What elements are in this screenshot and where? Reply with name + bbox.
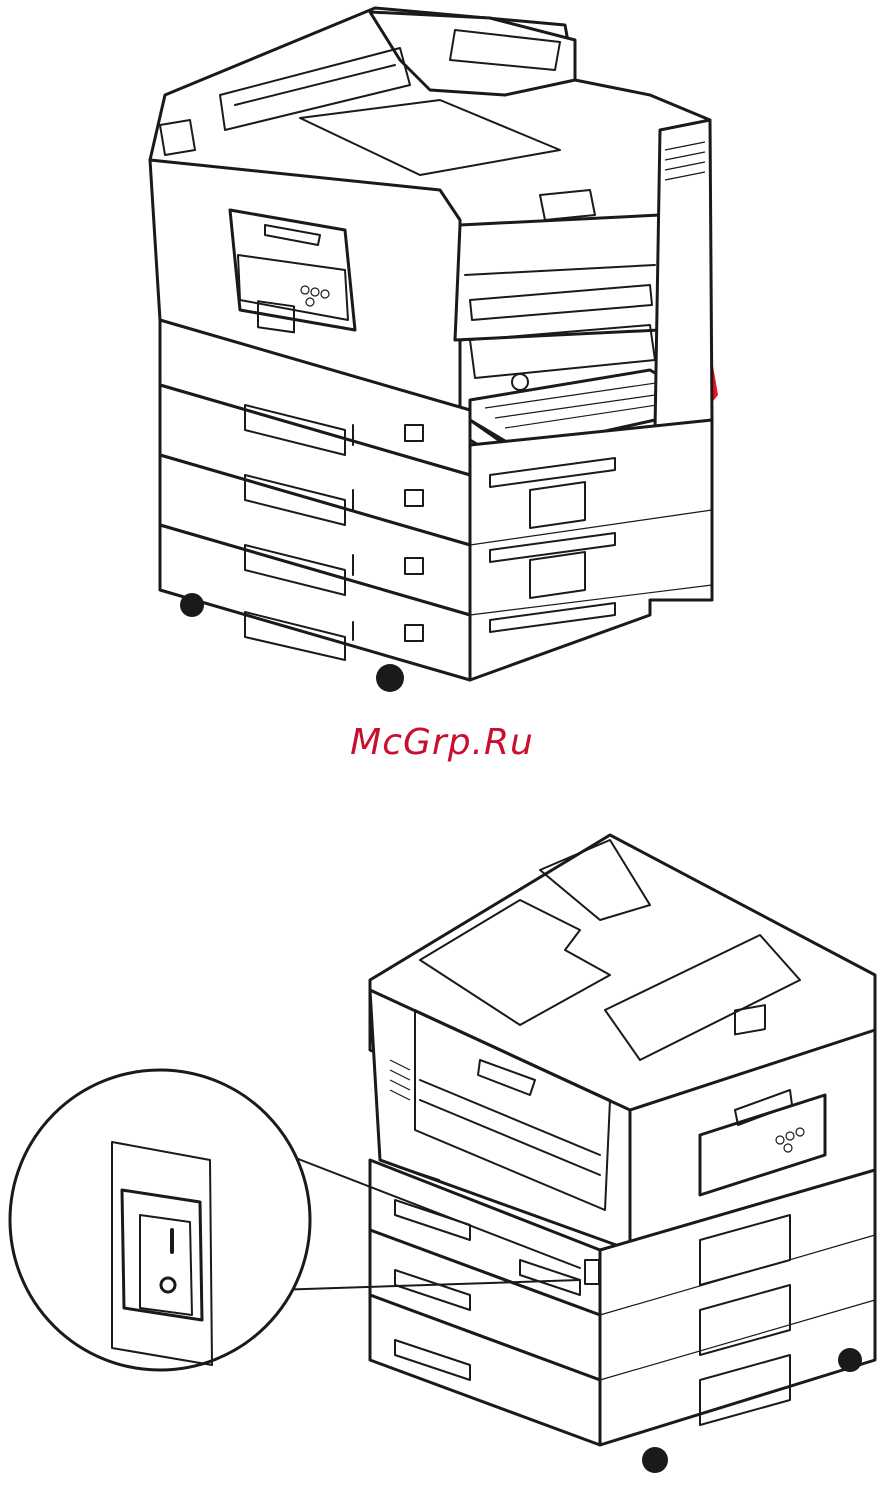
wheel	[642, 1447, 668, 1473]
control-panel	[230, 210, 355, 330]
printer-door-open-drawing	[0, 0, 884, 700]
wheel	[376, 664, 404, 692]
rear-opening	[455, 215, 660, 340]
tray-stack-side	[470, 420, 712, 680]
watermark-text: McGrp.Ru	[0, 722, 884, 763]
wheel	[180, 593, 204, 617]
printer-illustration-bottom	[0, 820, 884, 1488]
printer-illustration-top	[0, 0, 884, 700]
wheel	[838, 1348, 862, 1372]
printer-power-switch-drawing	[0, 820, 884, 1488]
